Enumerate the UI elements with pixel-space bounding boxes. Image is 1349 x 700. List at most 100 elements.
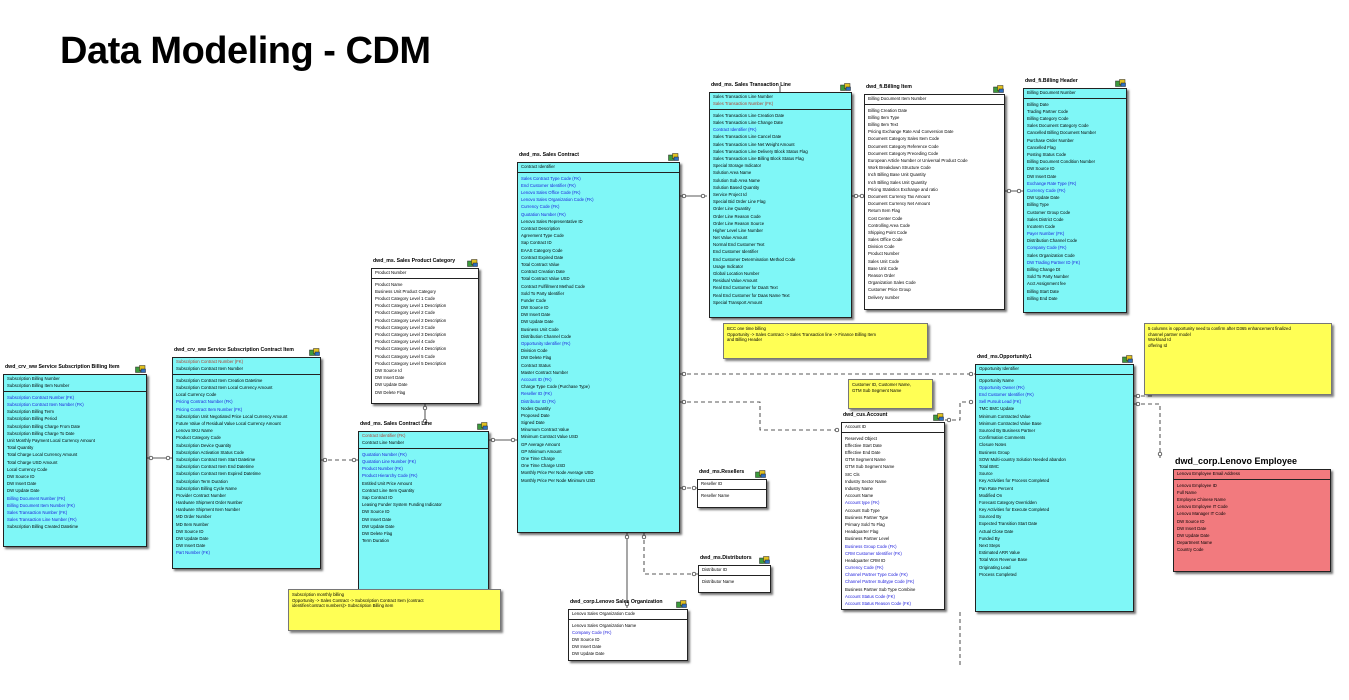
product-category-attrs-attribute: DW Delete Flag [375,389,406,395]
note-line: Customer ID, Customer Name, [852,382,911,387]
sales-contract-attrs-attribute: Contract Creation Date [521,269,565,275]
rel-account-opportunity [945,401,975,421]
note-line: and Billing Header [727,337,763,343]
sales-contract-attrs-attribute: Master Contract Number [521,369,569,375]
billing-item-attrs-attribute: Local Currency Code [7,466,48,472]
table-icon [933,413,944,421]
sales-org-attrs-attribute: DW Update Date [572,651,605,657]
note-line: channel partner model [1148,331,1191,337]
note-line: BCC one time billing [727,326,766,331]
sales-contract-attrs-attribute: DW Insert Date [521,312,551,318]
note-line: Opportunity -> Sales Contract -> Sales T… [727,331,876,337]
primary-key-section: Product Number [372,269,478,279]
billing-item-attrs-attribute: Subscription Contract Number (FK) [7,394,75,400]
billing-item-pk-attribute: Subscription Billing Number [7,376,60,381]
product-category-attrs-attribute: DW Source Id [375,367,402,373]
transaction-line-attrs-attribute: Net Value Amount [713,235,748,241]
billing-header-attrs-attribute: Billing End Date [1027,295,1058,301]
transaction-line-attrs-attribute: Special Storage Indicator [713,163,762,169]
entity-title: dwd_ms.Distributors [700,555,752,561]
billing-item2-attrs-attribute: Pricing Exchange Rate And Conversion Dat… [868,129,954,135]
product-category-attrs-attribute: Product Category Level 5 Description [375,360,447,366]
transaction-line-attrs-attribute: Order Line Quantity [713,206,751,212]
contract-item-attrs-attribute: Lenovo SKU Name [176,428,213,434]
opportunity-attrs-attribute: Next Steps [979,543,1001,548]
entity-billing-item[interactable]: dwd_crv_ww Service Subscription Billing … [3,364,147,547]
billing-item-pk-attribute: Subscription Billing Item Number [7,383,70,389]
product-category-pk-attribute: Product Number [375,270,407,275]
sales-contract-attrs-attribute: EAAS Category Code [521,247,563,253]
primary-key-section: Lenovo Employee Email Address [1174,470,1330,480]
entity-contract-item[interactable]: dwd_crv_ww Service Subscription Contract… [172,347,321,569]
contract-line-attrs-attribute: DW Source ID [362,509,390,515]
contract-line-attrs-attribute: DW Update Date [362,523,395,529]
lenovo-employee-attrs-attribute: DW Update Date [1177,533,1210,538]
billing-item2-attrs-attribute: Sales Office Code [868,237,903,243]
transaction-line-attrs-attribute: Solution Based Quantity [713,184,760,190]
table-icon [840,83,851,91]
billing-header-attrs-attribute: Distribution Channel Code [1027,238,1078,244]
billing-header-attrs-attribute: DW Insert Date [1027,173,1057,179]
billing-item-attrs-attribute: Sales Transaction Number (FK) [7,509,68,515]
sales-contract-attrs-attribute: Contract Expired Date [521,254,564,260]
opportunity-attrs-attribute: Forecast Category Overridden [979,499,1037,505]
account-attrs-attribute: CRM Customer Identifier (FK) [845,550,902,556]
attribute-section: Subscription Contract Item Creation Date… [173,375,320,557]
distributors-attrs-attribute: Distributor Name [702,578,735,584]
account-attrs-attribute: Account Status Code (FK) [845,593,895,599]
sales-contract-attrs-attribute: Proposed Date [521,412,550,418]
primary-key-section: Contract Identifier [518,163,679,173]
annotation-note: 5 columns in opportunity need to confirm… [1144,323,1332,395]
billing-item-attrs-attribute: DW Source ID [7,473,35,479]
note-line: Workload Id [1148,337,1171,343]
billing-item2-attrs-attribute: Product Number [868,251,900,257]
account-attrs-attribute: SIC Cls [845,471,860,477]
opportunity-pk-attribute: Opportunity Identifier [979,366,1019,371]
contract-item-attrs-attribute: Subscription Activation Status Code [176,449,245,455]
sales-org-attrs-attribute: Company Code (FK) [572,629,612,635]
sales-contract-attrs-attribute: Nodes Quantity [521,405,551,411]
product-category-attrs-attribute: Product Category Level 3 Description [375,332,447,337]
opportunity-attrs-attribute: End Customer Identifier (FK) [979,392,1034,398]
contract-item-attrs-attribute: Subscription Contract Item End Datetime [176,464,254,470]
sales-contract-attrs-attribute: DW Delete Flag [521,355,552,361]
contract-line-attrs-attribute: Product Hierarchy Code (FK) [362,473,418,479]
opportunity-attrs-attribute: Actual Close Date [979,528,1014,534]
entity-title: dwd_ms. Sales Contract [519,152,579,158]
opportunity-attrs-attribute: Source [979,471,993,477]
billing-header-attrs-attribute: Billing Date [1027,101,1049,107]
billing-header-attrs-attribute: Posting Status Code [1027,152,1067,157]
sales-contract-attrs-attribute: Distribution Channel Code [521,333,572,339]
entity-title: dwd_ms.Resellers [699,469,745,475]
note-line: 5 columns in opportunity need to confirm… [1148,326,1291,331]
contract-item-attrs-attribute: Subscription Contract Item Local Currenc… [176,385,273,391]
contract-item-attrs-attribute: Subscription Device Quantity [176,442,232,448]
sales-contract-attrs-attribute: Agreement Type Code [521,233,564,239]
transaction-line-attrs-attribute: Solution Sub Area Name [713,177,761,183]
product-category-attrs-attribute: Business Unit Product Category [375,288,436,294]
contract-item-attrs-attribute: Subscription Term Duration [176,478,228,484]
lenovo-employee-pk-attribute: Lenovo Employee Email Address [1177,471,1241,476]
account-attrs-attribute: Account Sub Type [845,507,880,513]
billing-item2-attrs-attribute: Base Unit Code [868,265,899,271]
sales-contract-attrs-attribute: Division Code [521,348,548,354]
